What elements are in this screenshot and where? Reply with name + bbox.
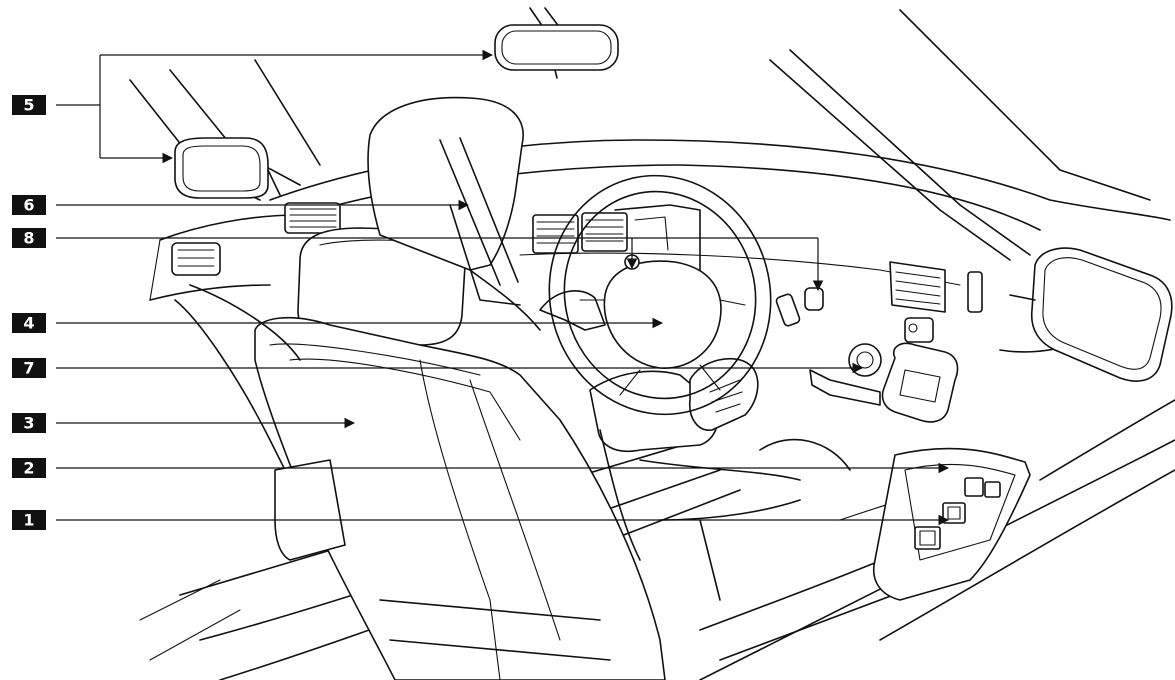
rearview-mirror-drawing bbox=[494, 24, 619, 79]
driver-seat-drawing bbox=[174, 227, 666, 680]
callout-7-label: 7 bbox=[23, 359, 34, 378]
callout-6: 6 bbox=[12, 195, 46, 215]
callout-5-label: 5 bbox=[23, 96, 34, 115]
driver-figure-drawing bbox=[367, 96, 851, 601]
callout-2-label: 2 bbox=[23, 459, 34, 478]
callout-8-label: 8 bbox=[23, 229, 34, 248]
leader-lines bbox=[56, 49, 950, 526]
callout-2: 2 bbox=[12, 458, 46, 478]
window-switch-panel-drawing bbox=[873, 447, 1031, 601]
callout-1-label: 1 bbox=[23, 511, 34, 530]
callout-8: 8 bbox=[12, 228, 46, 248]
callout-3-label: 3 bbox=[23, 414, 34, 433]
callout-7: 7 bbox=[12, 358, 46, 378]
steering-wheel-drawing bbox=[548, 174, 772, 416]
callout-5: 5 bbox=[12, 95, 46, 115]
callout-6-label: 6 bbox=[23, 196, 34, 215]
callout-3: 3 bbox=[12, 413, 46, 433]
callout-1: 1 bbox=[12, 510, 46, 530]
callout-4-label: 4 bbox=[23, 314, 34, 333]
callout-4: 4 bbox=[12, 313, 46, 333]
right-outside-mirror-drawing bbox=[1009, 247, 1173, 382]
left-outside-mirror-drawing bbox=[174, 137, 281, 199]
air-vents-drawing bbox=[171, 202, 983, 313]
